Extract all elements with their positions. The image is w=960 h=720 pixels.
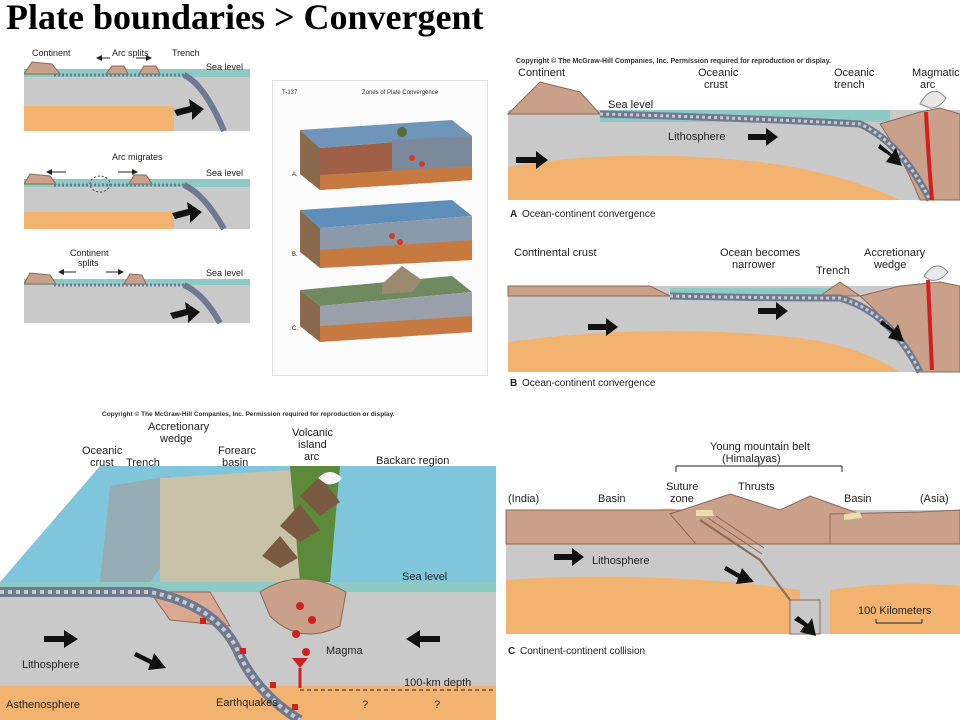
- label-continent: Continent: [32, 48, 71, 58]
- panel-b-ocean-continent: Continental crust Ocean becomes narrower…: [500, 242, 960, 392]
- label-accretionary-i2: wedge: [159, 433, 192, 445]
- panel-c-continent-collision: Young mountain belt (Himalayas) (India) …: [500, 440, 960, 660]
- label-sea-level-2: Sea level: [206, 168, 243, 178]
- label-accretionary-i1: Accretionary: [148, 421, 210, 433]
- label-magma: Magma: [326, 645, 364, 657]
- label-volcanic-i1: Volcanic: [292, 427, 333, 439]
- label-q1: ?: [362, 699, 368, 711]
- label-magmatic-arc-a2: arc: [920, 79, 936, 91]
- label-continent-a: Continent: [518, 67, 565, 79]
- label-trench: Trench: [172, 48, 200, 58]
- copyright-island: Copyright © The McGraw-Hill Companies, I…: [102, 410, 395, 418]
- arc-row-2: Arc migrates Sea level: [24, 152, 250, 231]
- label-lithosphere-i: Lithosphere: [22, 659, 80, 671]
- transparency-heading: Zones of Plate Convergence: [362, 90, 439, 96]
- label-trench-b: Trench: [816, 265, 850, 277]
- transparency-code: T-137: [282, 90, 298, 96]
- label-thrusts: Thrusts: [738, 481, 775, 493]
- arc-row-3: Continent splits Sea level: [24, 248, 250, 324]
- copyright-a: Copyright © The McGraw-Hill Companies, I…: [516, 57, 831, 65]
- label-asia: (Asia): [920, 493, 949, 505]
- label-arc-migrates: Arc migrates: [112, 152, 163, 162]
- label-magmatic-arc-a1: Magmatic: [912, 67, 960, 79]
- label-q2: ?: [434, 699, 440, 711]
- label-volcanic-i2: island: [298, 439, 327, 451]
- label-scale: 100 Kilometers: [858, 605, 932, 617]
- label-oceanic-trench-a2: trench: [834, 79, 865, 91]
- label-sea-level: Sea level: [206, 62, 243, 72]
- label-oceanic-crust-i1: Oceanic: [82, 445, 123, 457]
- label-lithosphere-a: Lithosphere: [668, 131, 726, 143]
- label-depth: 100-km depth: [404, 677, 471, 689]
- label-sea-level-i: Sea level: [402, 571, 447, 583]
- label-continent-3: Continent: [70, 248, 109, 258]
- label-oceanic-crust-a2: crust: [704, 79, 728, 91]
- label-suture-1: Suture: [666, 481, 698, 493]
- arc-row-1: Continent Arc splits Trench Sea level: [24, 48, 250, 133]
- label-oceanic-crust-i2: crust: [90, 457, 114, 469]
- label-sea-level-3: Sea level: [206, 268, 243, 278]
- transparency-figure: T-137 Zones of Plate Convergence A. B. C…: [272, 80, 488, 376]
- label-basin-left: Basin: [598, 493, 626, 505]
- block-label-c: C.: [292, 326, 298, 332]
- caption-letter-b: B: [510, 378, 517, 389]
- label-arc-splits: Arc splits: [112, 48, 149, 58]
- block-a: A.: [292, 120, 472, 190]
- label-asthenosphere: Asthenosphere: [6, 699, 80, 711]
- label-young-belt-1: Young mountain belt: [710, 441, 810, 453]
- label-backarc: Backarc region: [376, 455, 449, 467]
- page-title: Plate boundaries > Convergent: [6, 0, 484, 37]
- caption-b: Ocean-continent convergence: [522, 378, 656, 389]
- block-label-b: B.: [292, 252, 298, 258]
- block-c: C.: [292, 266, 472, 342]
- label-accretionary-b2: wedge: [873, 259, 906, 271]
- label-suture-2: zone: [670, 493, 694, 505]
- label-trench-i: Trench: [126, 457, 160, 469]
- label-ocean-narrower-b1: Ocean becomes: [720, 247, 801, 259]
- label-ocean-narrower-b2: narrower: [732, 259, 776, 271]
- arc-evolution-panel: Continent Arc splits Trench Sea level Ar…: [24, 44, 250, 324]
- caption-c: Continent-continent collision: [520, 646, 645, 657]
- label-sea-level-a: Sea level: [608, 99, 653, 111]
- caption-letter-a: A: [510, 209, 517, 220]
- label-splits: splits: [78, 258, 99, 268]
- label-accretionary-b1: Accretionary: [864, 247, 926, 259]
- island-arc-diagram: Copyright © The McGraw-Hill Companies, I…: [0, 406, 496, 720]
- label-oceanic-trench-a1: Oceanic: [834, 67, 875, 79]
- panel-a-ocean-continent: Copyright © The McGraw-Hill Companies, I…: [500, 52, 960, 224]
- label-forearc-i2: basin: [222, 457, 248, 469]
- label-india: (India): [508, 493, 539, 505]
- block-label-a: A.: [292, 172, 298, 178]
- caption-letter-c: C: [508, 646, 515, 657]
- label-forearc-i1: Forearc: [218, 445, 256, 457]
- block-b: B.: [292, 200, 472, 268]
- label-oceanic-crust-a1: Oceanic: [698, 67, 739, 79]
- label-volcanic-i3: arc: [304, 451, 320, 463]
- label-young-belt-2: (Himalayas): [722, 453, 781, 465]
- label-basin-right: Basin: [844, 493, 872, 505]
- label-earthquakes: Earthquakes: [216, 697, 278, 709]
- label-continental-crust-b: Continental crust: [514, 247, 597, 259]
- label-lithosphere-c: Lithosphere: [592, 555, 650, 567]
- caption-a: Ocean-continent convergence: [522, 209, 656, 220]
